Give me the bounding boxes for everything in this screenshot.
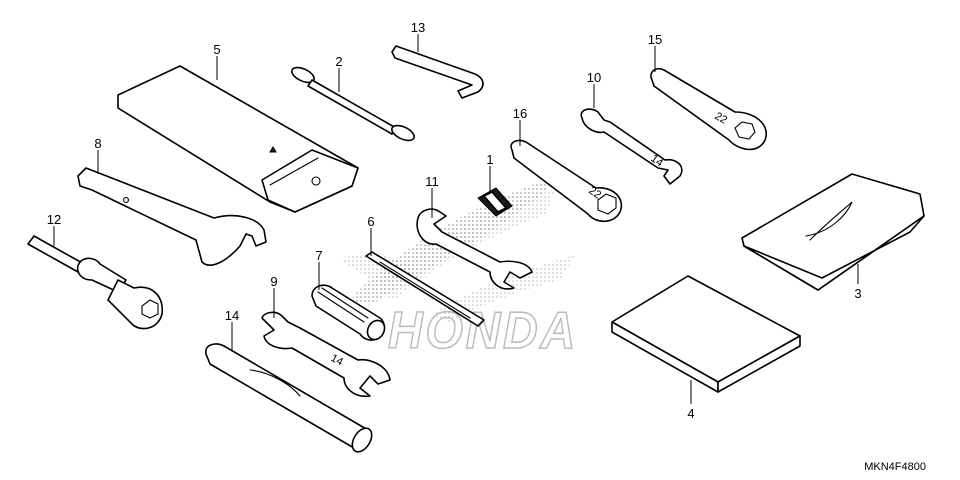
part-13-hex-key xyxy=(391,45,484,99)
svg-text:22: 22 xyxy=(713,110,730,127)
part-11-open-end-wrench xyxy=(416,208,533,290)
part-6-screwdriver-blade xyxy=(365,251,485,327)
part-8-hook-spanner xyxy=(77,167,267,266)
callout-9: 9 xyxy=(270,274,277,289)
callout-14: 14 xyxy=(225,308,239,323)
part-4-owners-manual xyxy=(611,275,801,393)
part-1-fuse-puller xyxy=(477,187,513,217)
callout-4: 4 xyxy=(687,406,694,421)
callout-5: 5 xyxy=(213,42,220,57)
part-12-socket-wrench xyxy=(27,235,163,330)
part-7-screwdriver-handle xyxy=(311,284,386,341)
svg-text:14: 14 xyxy=(329,352,345,368)
callout-2: 2 xyxy=(335,54,342,69)
callout-7: 7 xyxy=(315,248,322,263)
callout-6: 6 xyxy=(367,214,374,229)
callout-15: 15 xyxy=(648,32,662,47)
callout-leader-lines xyxy=(53,34,859,404)
part-14-handle-pipe xyxy=(205,343,373,453)
callout-11: 11 xyxy=(425,174,439,189)
part-5-tool-bag xyxy=(117,65,359,213)
part-2-pin-spanner xyxy=(291,66,415,142)
callout-13: 13 xyxy=(411,20,425,35)
part-10-combination-wrench: 14 xyxy=(580,108,683,185)
callout-10: 10 xyxy=(587,70,601,85)
callout-1: 1 xyxy=(486,152,493,167)
svg-text:14: 14 xyxy=(648,153,665,170)
callout-labels: 5 2 13 15 10 16 1 11 6 7 8 12 9 14 3 4 xyxy=(47,20,862,421)
honda-logo-watermark-text: HONDA xyxy=(388,302,578,360)
svg-text:22: 22 xyxy=(586,185,603,202)
callout-3: 3 xyxy=(854,286,861,301)
callout-8: 8 xyxy=(94,136,101,151)
callout-16: 16 xyxy=(513,106,527,121)
part-3-tool-pouch xyxy=(741,173,925,291)
catalog-code: MKN4F4800 xyxy=(864,461,926,473)
part-9-combination-wrench: 14 xyxy=(261,311,391,398)
part-15-box-wrench: 22 xyxy=(650,67,767,151)
part-16-box-end-wrench: 22 xyxy=(510,139,623,223)
callout-12: 12 xyxy=(47,212,61,227)
